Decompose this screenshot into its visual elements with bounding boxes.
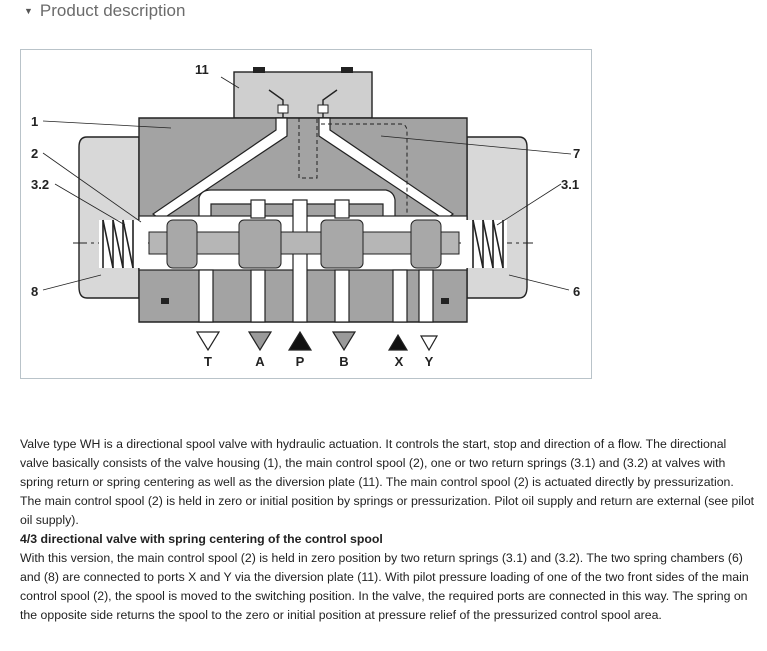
left-end-cap — [78, 136, 140, 299]
port-label-a: A — [255, 354, 265, 369]
diversion-plate — [233, 71, 373, 119]
port-a-symbol — [247, 331, 273, 352]
caret-down-icon: ▼ — [24, 6, 33, 16]
section-title: Product description — [39, 1, 186, 20]
port-symbols — [195, 330, 439, 352]
spring-left — [99, 219, 145, 269]
valve-cross-section-diagram: 1 2 3.2 8 11 7 3.1 6 T A P B X Y — [31, 62, 580, 369]
intro-paragraph: Valve type WH is a directional spool val… — [20, 437, 755, 527]
spring-centering-paragraph: With this version, the main control spoo… — [20, 551, 749, 622]
port-label-x: X — [395, 354, 404, 369]
port-channels — [198, 199, 434, 323]
port-label-b: B — [339, 354, 348, 369]
callout-3-1: 3.1 — [561, 177, 579, 192]
port-label-p: P — [296, 354, 305, 369]
port-label-t: T — [204, 354, 212, 369]
port-label-y: Y — [425, 354, 434, 369]
spring-right — [461, 219, 507, 269]
port-b-symbol — [331, 331, 357, 352]
leader-lines — [42, 76, 572, 291]
callout-3-2: 3.2 — [31, 177, 49, 192]
port-y-symbol — [419, 335, 439, 352]
control-spool — [148, 219, 460, 269]
product-description-toggle[interactable]: ▼ Product description — [24, 0, 185, 22]
callout-2: 2 — [31, 146, 38, 161]
callout-11: 11 — [195, 62, 209, 77]
product-description-text: Valve type WH is a directional spool val… — [20, 435, 755, 625]
callout-8: 8 — [31, 284, 38, 299]
port-x-symbol — [387, 333, 409, 351]
port-t-symbol — [195, 331, 221, 352]
callout-1: 1 — [31, 114, 38, 129]
right-end-cap — [466, 136, 528, 299]
valve-diagram-frame: 1 2 3.2 8 11 7 3.1 6 T A P B X Y — [20, 49, 592, 379]
callout-7: 7 — [573, 146, 580, 161]
spring-centering-heading: 4/3 directional valve with spring center… — [20, 532, 383, 546]
callout-6: 6 — [573, 284, 580, 299]
port-p-symbol — [287, 330, 313, 351]
